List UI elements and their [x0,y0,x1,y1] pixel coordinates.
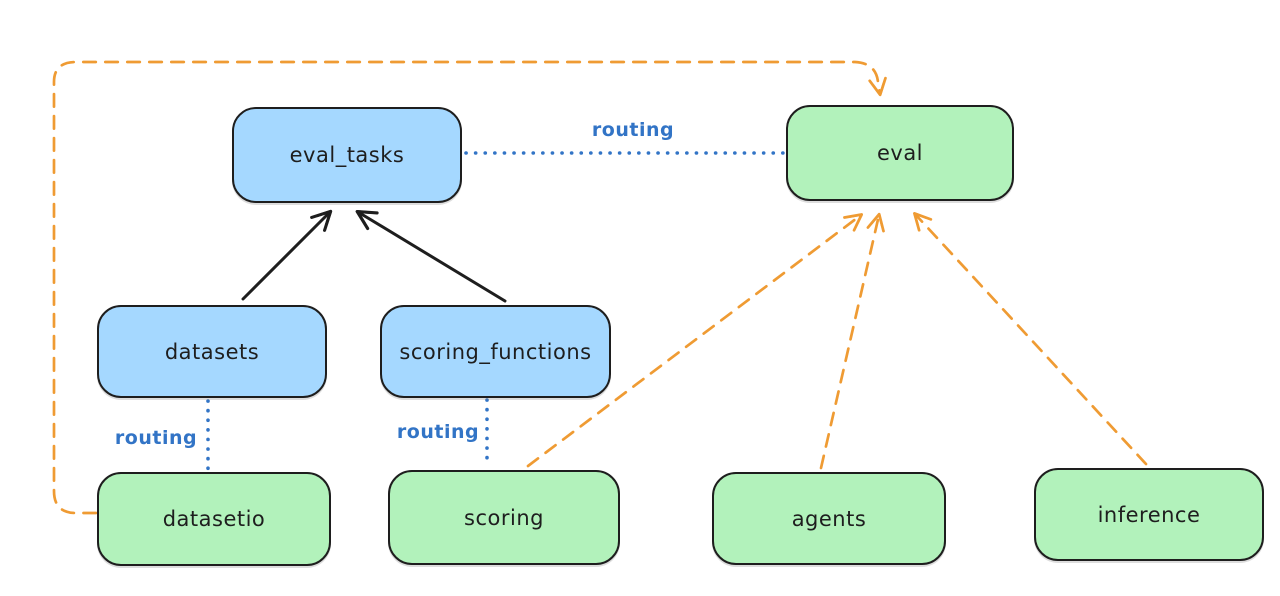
routing-label-eval-tasks-eval: routing [591,119,675,141]
edge-datasets-to-eval-tasks [241,209,333,301]
node-eval: eval [786,105,1014,201]
edge-scoring-functions-to-eval-tasks [355,209,507,303]
node-eval-label: eval [876,141,924,165]
node-eval-tasks: eval_tasks [232,107,462,203]
node-scoring-functions: scoring_functions [380,305,611,398]
node-datasets-label: datasets [164,339,260,364]
node-inference-label: inference [1097,502,1201,527]
node-datasetio: datasetio [97,472,331,566]
routing-label-scoring-functions-scoring: routing [396,421,480,443]
routing-label-datasets-datasetio: routing [114,427,198,449]
node-scoring: scoring [388,470,620,565]
node-inference: inference [1034,468,1264,561]
edge-inference-to-eval [913,212,1148,466]
node-eval-tasks-label: eval_tasks [289,143,405,167]
node-datasets: datasets [97,305,327,398]
node-datasetio-label: datasetio [162,507,266,531]
node-scoring-functions-label: scoring_functions [399,339,592,364]
edge-scoring-to-eval [526,213,864,468]
node-scoring-label: scoring [464,505,544,530]
node-agents-label: agents [791,506,867,531]
edge-agents-to-eval [819,212,885,470]
node-agents: agents [712,472,946,565]
